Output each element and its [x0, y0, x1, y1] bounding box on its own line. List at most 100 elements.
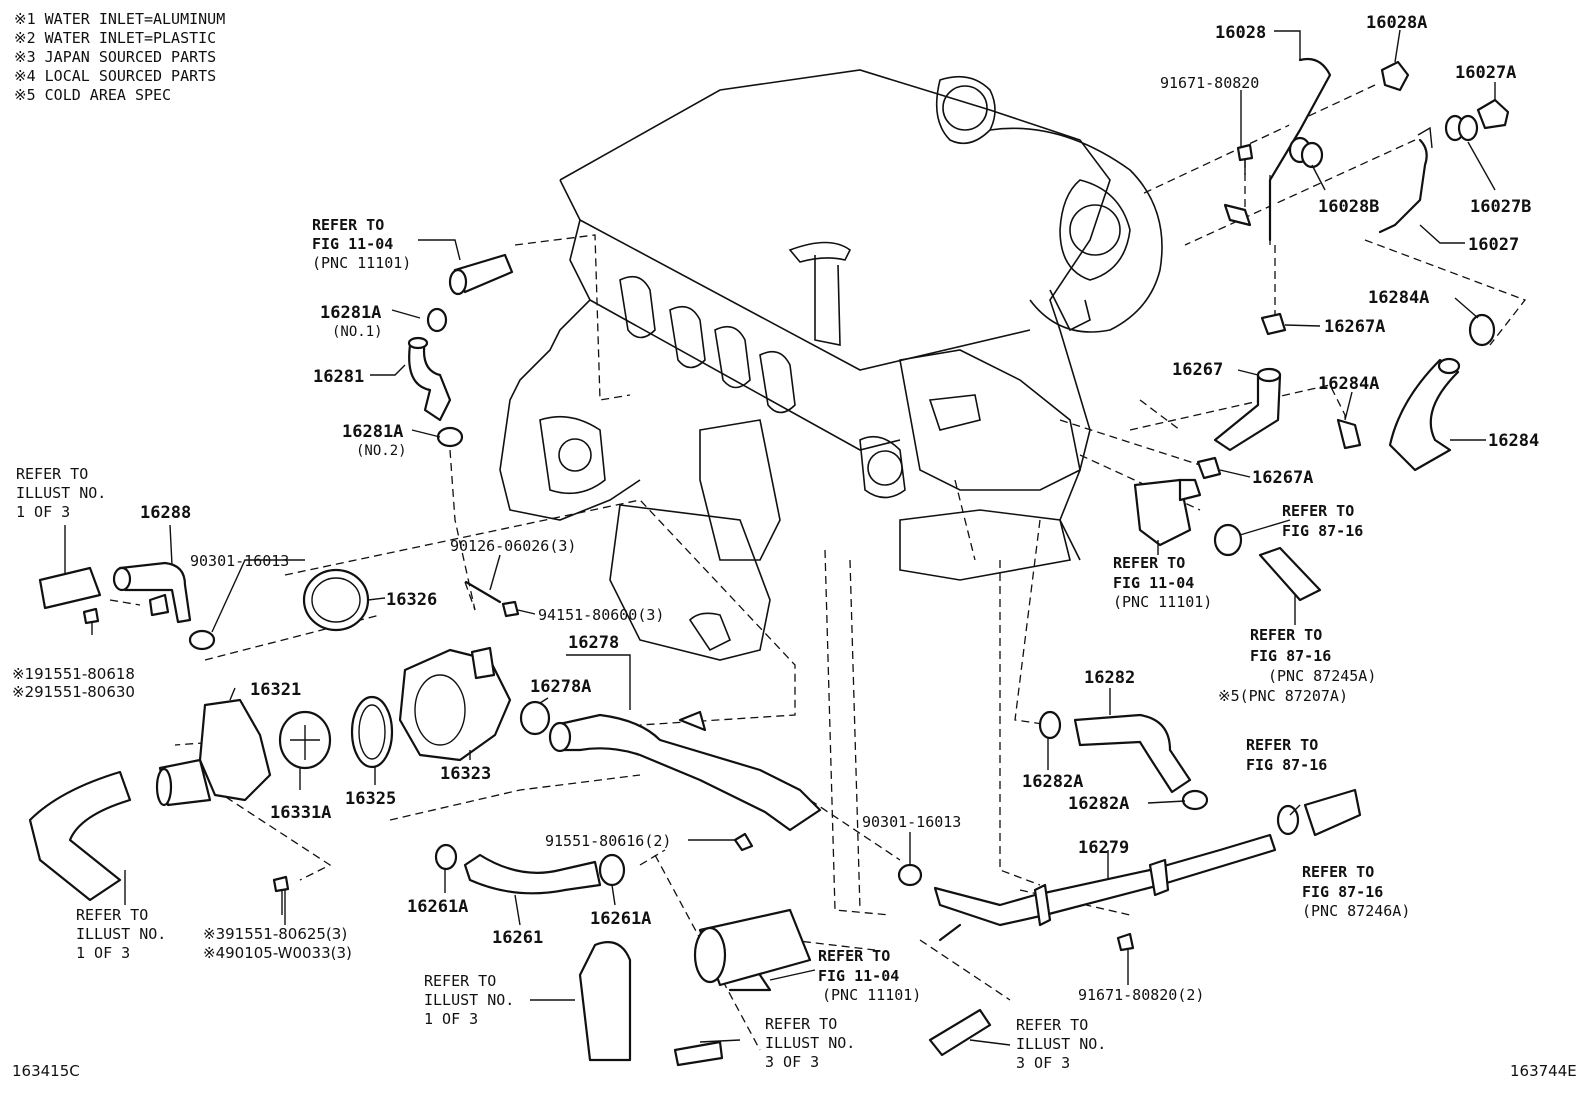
part-label-94151-80600[interactable]: 94151-80600(3): [538, 606, 664, 624]
ref-line: (PNC 11101): [1113, 593, 1212, 611]
ref-line: ILLUST NO.: [16, 484, 106, 502]
part-label-16261A-b[interactable]: 16261A: [590, 909, 651, 929]
part-label-16284A-top[interactable]: 16284A: [1368, 288, 1429, 308]
part-label-16267[interactable]: 16267: [1172, 360, 1223, 380]
note-4: ※4 LOCAL SOURCED PARTS: [14, 67, 216, 85]
part-label-291551-80630[interactable]: ※291551-80630: [12, 683, 135, 701]
part-label-16278[interactable]: 16278: [568, 633, 619, 653]
part-label-91551-80616[interactable]: 91551-80616(2): [545, 832, 671, 850]
ref-line: REFER TO: [1246, 736, 1318, 754]
ref-line: REFER TO: [765, 1015, 837, 1033]
note-2: ※2 WATER INLET=PLASTIC: [14, 29, 216, 47]
part-label-16325[interactable]: 16325: [345, 789, 396, 809]
ref-line: FIG 87-16: [1302, 883, 1383, 901]
part-label-16267A-low[interactable]: 16267A: [1252, 468, 1313, 488]
reference-callouts[interactable]: REFER TO FIG 11-04 (PNC 11101) REFER TO …: [16, 216, 1410, 1072]
part-label-16326[interactable]: 16326: [386, 590, 437, 610]
refer-fig-11-04-bottom[interactable]: REFER TO FIG 11-04 (PNC 11101): [818, 947, 921, 1004]
ref-line: ILLUST NO.: [765, 1034, 855, 1052]
leader-lines: [64, 29, 1496, 1046]
part-label-16284A-mid[interactable]: 16284A: [1318, 374, 1379, 394]
part-label-90126-06026[interactable]: 90126-06026(3): [450, 537, 576, 555]
ref-line: (PNC 87246A): [1302, 902, 1410, 920]
refer-illust-1-of-3-left[interactable]: REFER TO ILLUST NO. 1 OF 3: [16, 465, 106, 521]
part-label-16281A-no2[interactable]: 16281A: [342, 422, 403, 442]
ref-line: (PNC 87245A): [1268, 667, 1376, 685]
part-label-16282[interactable]: 16282: [1084, 668, 1135, 688]
part-label-16281[interactable]: 16281: [313, 367, 364, 387]
refer-fig-11-04-top-left[interactable]: REFER TO FIG 11-04 (PNC 11101): [312, 216, 411, 272]
ref-line: 1 OF 3: [76, 944, 130, 962]
part-label-16284[interactable]: 16284: [1488, 431, 1539, 451]
ref-line: REFER TO: [312, 216, 384, 234]
part-label-91671-80820-top[interactable]: 91671-80820: [1160, 74, 1259, 92]
part-label-16028B[interactable]: 16028B: [1318, 197, 1379, 217]
part-label-16279[interactable]: 16279: [1078, 838, 1129, 858]
ref-line: REFER TO: [1282, 502, 1354, 520]
refer-illust-3-of-3-a[interactable]: REFER TO ILLUST NO. 3 OF 3: [765, 1015, 855, 1071]
ref-line: REFER TO: [1016, 1016, 1088, 1034]
refer-fig-87-16-b[interactable]: REFER TO FIG 87-16 (PNC 87245A) ※5(PNC 8…: [1218, 626, 1376, 705]
ref-line: REFER TO: [818, 947, 890, 965]
part-label-391551-80625[interactable]: ※391551-80625(3): [203, 925, 347, 943]
ref-line: ILLUST NO.: [424, 991, 514, 1009]
notes-legend: ※1 WATER INLET=ALUMINUM ※2 WATER INLET=P…: [14, 10, 225, 104]
part-label-16027B[interactable]: 16027B: [1470, 197, 1531, 217]
part-label-16331A[interactable]: 16331A: [270, 803, 331, 823]
refer-illust-1-of-3-lower-left[interactable]: REFER TO ILLUST NO. 1 OF 3: [76, 906, 166, 962]
refer-illust-1-of-3-bottom[interactable]: REFER TO ILLUST NO. 1 OF 3: [424, 972, 514, 1028]
ref-line: 3 OF 3: [765, 1053, 819, 1071]
ref-line: ※5(PNC 87207A): [1218, 687, 1348, 705]
ref-line: REFER TO: [1250, 626, 1322, 644]
part-label-16261[interactable]: 16261: [492, 928, 543, 948]
part-label-191551-80618[interactable]: ※191551-80618: [12, 665, 135, 683]
part-label-16027A[interactable]: 16027A: [1455, 63, 1516, 83]
note-3: ※3 JAPAN SOURCED PARTS: [14, 48, 216, 66]
refer-fig-87-16-c[interactable]: REFER TO FIG 87-16: [1246, 736, 1327, 774]
ref-line: REFER TO: [76, 906, 148, 924]
ref-line: 1 OF 3: [424, 1010, 478, 1028]
illustration-code-right: 163744E: [1510, 1062, 1577, 1080]
ref-line: ILLUST NO.: [1016, 1035, 1106, 1053]
note-5: ※5 COLD AREA SPEC: [14, 86, 171, 104]
ref-line: FIG 11-04: [818, 967, 899, 985]
part-label-16323[interactable]: 16323: [440, 764, 491, 784]
part-label-90301-16013-b[interactable]: 90301-16013: [862, 813, 961, 831]
ref-line: FIG 87-16: [1282, 522, 1363, 540]
part-label-16267A-top[interactable]: 16267A: [1324, 317, 1385, 337]
part-label-16281A-no1[interactable]: 16281A: [320, 303, 381, 323]
ref-line: 3 OF 3: [1016, 1054, 1070, 1072]
ref-line: REFER TO: [1302, 863, 1374, 881]
ref-line: FIG 11-04: [312, 235, 393, 253]
ref-line: 1 OF 3: [16, 503, 70, 521]
note-1: ※1 WATER INLET=ALUMINUM: [14, 10, 225, 28]
ref-line: REFER TO: [424, 972, 496, 990]
refer-fig-87-16-a[interactable]: REFER TO FIG 87-16: [1282, 502, 1363, 540]
part-label-16261A-a[interactable]: 16261A: [407, 897, 468, 917]
part-label-16278A[interactable]: 16278A: [530, 677, 591, 697]
part-label-16027[interactable]: 16027: [1468, 235, 1519, 255]
part-labels[interactable]: 16028 16028A 16027A 91671-80820 16028B 1…: [12, 13, 1539, 1004]
refer-fig-11-04-right[interactable]: REFER TO FIG 11-04 (PNC 11101): [1113, 554, 1212, 611]
ref-line: (PNC 11101): [312, 254, 411, 272]
part-label-16028[interactable]: 16028: [1215, 23, 1266, 43]
part-label-16282A-a[interactable]: 16282A: [1022, 772, 1083, 792]
refer-illust-3-of-3-b[interactable]: REFER TO ILLUST NO. 3 OF 3: [1016, 1016, 1106, 1072]
illustration-code-left: 163415C: [12, 1062, 80, 1080]
part-label-16282A-b[interactable]: 16282A: [1068, 794, 1129, 814]
part-label-16028A[interactable]: 16028A: [1366, 13, 1427, 33]
ref-line: FIG 87-16: [1246, 756, 1327, 774]
part-label-16281A-no1-sub: (NO.1): [332, 324, 383, 340]
part-label-490105-W0033[interactable]: ※490105-W0033(3): [203, 944, 352, 962]
part-label-91671-80820-low[interactable]: 91671-80820(2): [1078, 986, 1204, 1004]
ref-line: REFER TO: [1113, 554, 1185, 572]
ref-line: FIG 11-04: [1113, 574, 1194, 592]
refer-fig-87-16-d[interactable]: REFER TO FIG 87-16 (PNC 87246A): [1302, 863, 1410, 920]
part-label-90301-16013-a[interactable]: 90301-16013: [190, 552, 289, 570]
ref-line: (PNC 11101): [822, 986, 921, 1004]
ref-line: REFER TO: [16, 465, 88, 483]
part-label-16288[interactable]: 16288: [140, 503, 191, 523]
part-label-16321[interactable]: 16321: [250, 680, 301, 700]
ref-line: ILLUST NO.: [76, 925, 166, 943]
